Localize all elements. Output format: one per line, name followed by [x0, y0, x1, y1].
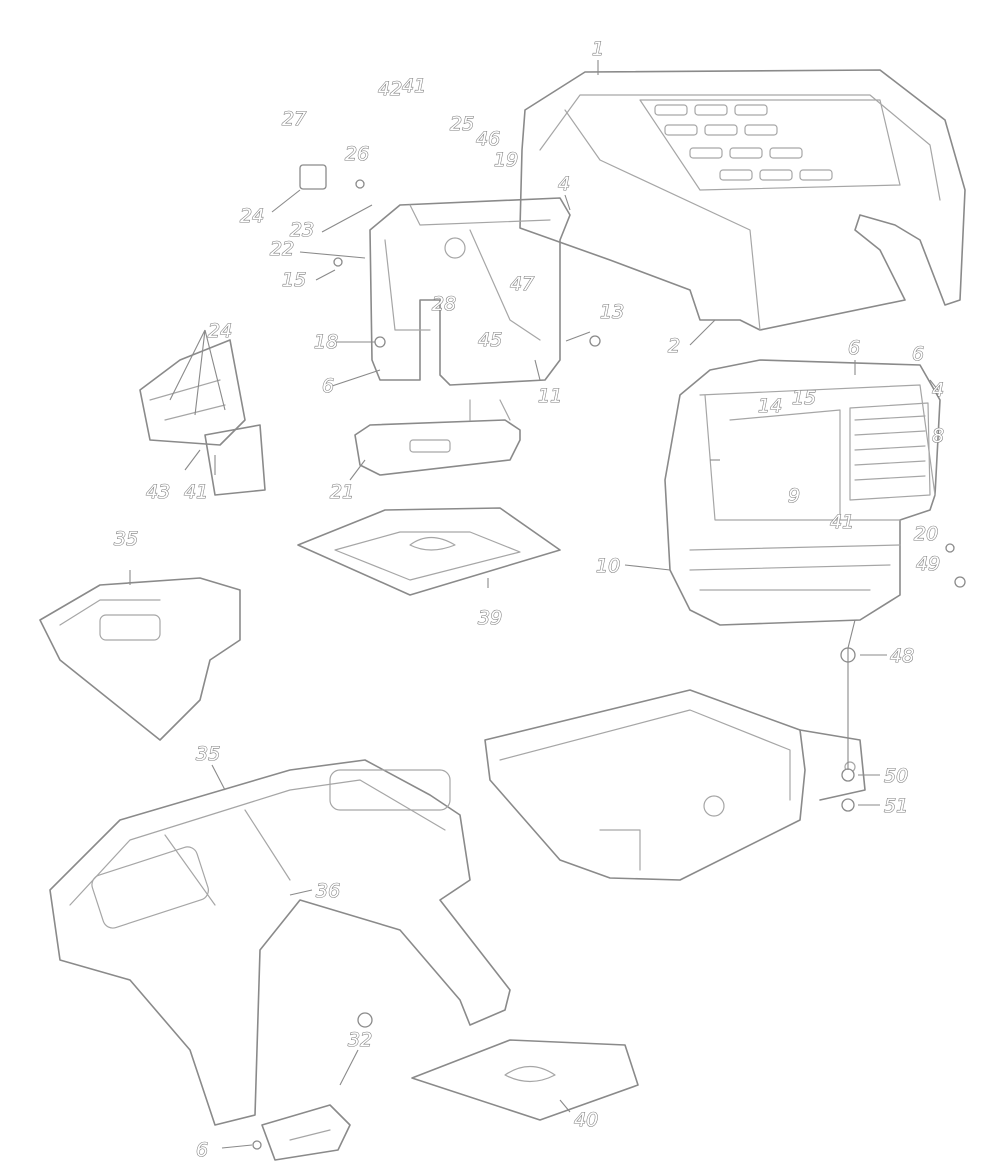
- callout-19: 19: [494, 149, 518, 171]
- callout-24-lower: 24: [208, 320, 232, 342]
- callout-48: 48: [890, 645, 914, 667]
- callout-22: 22: [270, 238, 294, 260]
- callout-25: 25: [450, 113, 474, 135]
- callout-41-grille: 41: [830, 511, 854, 533]
- callout-45: 45: [478, 329, 502, 351]
- callout-14: 14: [758, 395, 782, 417]
- steering-bracket-part: [139, 339, 266, 496]
- callout-32: 32: [348, 1029, 372, 1051]
- callout-42: 42: [378, 78, 402, 100]
- callout-41: 41: [402, 75, 426, 97]
- callout-13: 13: [600, 301, 624, 323]
- callout-9: 9: [788, 485, 800, 507]
- callout-6-right: 6: [912, 343, 924, 365]
- frame-part: [484, 689, 866, 881]
- callout-35-lower: 35: [196, 743, 220, 765]
- floor-mat-part: [297, 507, 561, 596]
- callout-21: 21: [330, 481, 354, 503]
- callout-35-upper: 35: [114, 528, 138, 550]
- callout-10: 10: [596, 555, 620, 577]
- callout-1: 1: [592, 38, 604, 60]
- callout-40: 40: [574, 1109, 598, 1131]
- callout-39: 39: [478, 607, 502, 629]
- callout-4: 4: [558, 173, 570, 195]
- callout-51: 51: [884, 795, 908, 817]
- callout-47: 47: [510, 273, 534, 295]
- callout-15-grille: 15: [792, 387, 816, 409]
- callout-49: 49: [916, 553, 940, 575]
- floor-mat-lower-part: [411, 1039, 639, 1121]
- callout-18: 18: [314, 331, 338, 353]
- callout-43: 43: [146, 481, 170, 503]
- callout-6-top: 6: [848, 337, 860, 359]
- callout-26: 26: [345, 143, 369, 165]
- callout-24: 24: [240, 205, 264, 227]
- grille-housing-part: [664, 359, 941, 626]
- callout-2: 2: [668, 335, 680, 357]
- callout-46: 46: [476, 128, 500, 150]
- hood-vent-grille: [654, 104, 833, 181]
- grille-mesh: [849, 402, 931, 501]
- callout-15: 15: [282, 269, 306, 291]
- footrest-part: [354, 399, 521, 476]
- callout-4-right: 4: [932, 379, 944, 401]
- rear-fender-upper-part: [39, 577, 241, 741]
- callout-6-left: 6: [322, 375, 334, 397]
- callout-23: 23: [290, 219, 314, 241]
- callout-36: 36: [316, 880, 340, 902]
- dash-pedestal-part: [369, 197, 571, 386]
- callout-41-bracket: 41: [184, 481, 208, 503]
- callout-6-bottom: 6: [196, 1139, 208, 1161]
- callout-28: 28: [432, 293, 456, 315]
- leader-lines: [129, 60, 939, 1149]
- hood-part: [519, 69, 966, 331]
- callout-27: 27: [282, 108, 306, 130]
- callout-8: 8: [932, 425, 944, 447]
- rear-fender-main-part: [49, 759, 511, 1126]
- callout-50: 50: [884, 765, 908, 787]
- callout-numbers: 1 42 41 27 25 46 26 19 4 24 23 22 15 28 …: [113, 37, 944, 1161]
- callout-11: 11: [538, 385, 562, 407]
- callout-20: 20: [914, 523, 938, 545]
- seat-plate-part: [261, 1104, 351, 1161]
